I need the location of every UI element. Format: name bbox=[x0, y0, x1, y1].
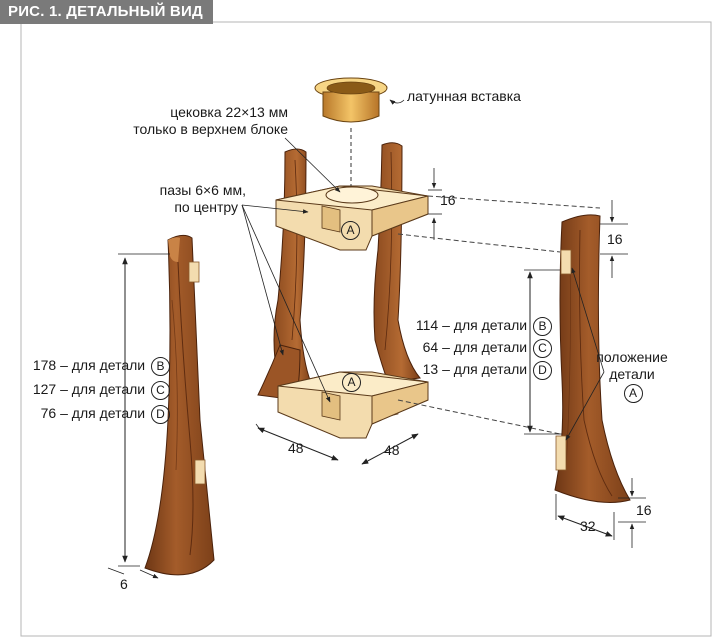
frame-border bbox=[20, 21, 712, 637]
grooves-label-line1: пазы 6×6 мм, bbox=[159, 182, 246, 198]
right-bottom-dim: 16 bbox=[636, 502, 652, 518]
leg-thickness-dim: 6 bbox=[120, 576, 128, 592]
counterbore-label-line1: цековка 22×13 мм bbox=[170, 104, 288, 120]
left-leg bbox=[144, 234, 215, 576]
brass-insert bbox=[314, 77, 388, 123]
leg-width-dim: 32 bbox=[580, 518, 596, 534]
right-leg bbox=[554, 214, 631, 503]
top-block-marker: A bbox=[339, 221, 360, 240]
position-marker: A bbox=[594, 384, 670, 403]
figure-title: РИС. 1. ДЕТАЛЬНЫЙ ВИД bbox=[0, 0, 213, 24]
block-width-dim-left: 48 bbox=[288, 440, 304, 456]
left-dim-d: 76 – для детали D bbox=[6, 405, 170, 424]
bottom-block-marker: A bbox=[340, 373, 361, 392]
top-block-thickness-dim: 16 bbox=[440, 192, 456, 208]
right-slot-top-dim: 16 bbox=[607, 231, 623, 247]
counterbore-label-line2: только в верхнем блоке bbox=[133, 121, 288, 137]
brass-insert-label: латунная вставка bbox=[407, 88, 521, 104]
center-stand bbox=[257, 142, 429, 439]
left-dim-c: 127 – для детали C bbox=[6, 381, 170, 400]
center-dim-d: 13 – для детали D bbox=[372, 361, 552, 380]
block-width-dim-right: 48 bbox=[384, 442, 400, 458]
grooves-label-line2: по центру bbox=[174, 199, 238, 215]
left-dim-b: 178 – для детали B bbox=[6, 357, 170, 376]
center-dim-b: 114 – для детали B bbox=[372, 317, 552, 336]
position-label-line1: положение bbox=[596, 349, 668, 365]
position-label-line2: детали bbox=[609, 366, 655, 382]
center-dim-c: 64 – для детали C bbox=[372, 339, 552, 358]
